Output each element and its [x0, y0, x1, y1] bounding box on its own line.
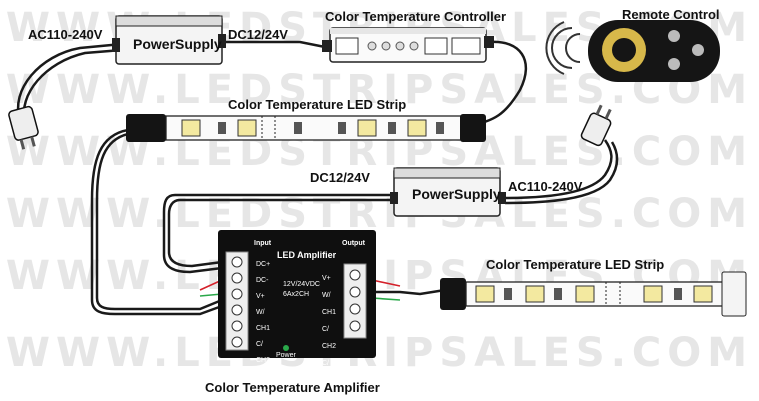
remote-control-icon [545, 20, 720, 82]
output-pin-label: V+ [322, 275, 331, 282]
ac-input-label-2: AC110-240V [508, 179, 583, 194]
amplifier-device [218, 230, 376, 358]
amplifier-output-pins: V+ W/ CH1 C/ CH2 C/ CH2 [322, 270, 342, 389]
input-pin-label: DC+ [256, 261, 271, 268]
amplifier-label: Color Temperature Amplifier [205, 380, 380, 395]
input-pin-label: W/ CH1 [256, 309, 271, 332]
amplifier-input-label: Input [254, 240, 272, 247]
amplifier-title: LED Amplifier [277, 250, 337, 260]
dc-output-label-1: DC12/24V [228, 27, 288, 42]
power-supply-2 [390, 167, 506, 217]
output-pin-label: C/ CH2 [322, 326, 337, 350]
ac-input-label-1: AC110-240V [28, 27, 103, 42]
ac-plug-icon [580, 104, 612, 147]
output-pin-label: C/ CH2 [322, 360, 337, 384]
ac-plug-icon [8, 105, 39, 150]
watermark-row: WWW.LEDSTRIPSALES.COM [5, 330, 754, 376]
input-pin-label: V+ [256, 293, 265, 300]
input-pin-label: C/ CH2 [256, 373, 271, 396]
amplifier-power-label: Power [276, 352, 296, 359]
controller-label: Color Temperature Controller [325, 9, 507, 24]
watermark-row: WWW.LEDSTRIPSALES.COM [5, 191, 754, 237]
led-strip-1 [126, 114, 486, 142]
input-pin-label: DC- [256, 277, 269, 284]
led-strip-2 [440, 271, 747, 317]
input-pin-label: C/ CH2 [256, 341, 271, 364]
power-supply-label-1: PowerSupply [133, 36, 222, 52]
output-pin-label: W/ CH1 [322, 292, 337, 316]
led-strip-label-1: Color Temperature LED Strip [228, 97, 407, 112]
power-supply-label-2: PowerSupply [412, 186, 501, 202]
amplifier-input-pins: DC+ DC- V+ W/ CH1 C/ CH2 C/ CH2 [256, 257, 274, 401]
controller-device [322, 27, 494, 63]
dc-output-label-2: DC12/24V [310, 170, 370, 185]
power-supply-1 [112, 15, 226, 65]
amplifier-spec-current: 6Ax2CH [283, 291, 310, 298]
led-strip-label-2: Color Temperature LED Strip [486, 257, 665, 272]
amplifier-output-label: Output [342, 240, 365, 247]
amplifier-spec-voltage: 12V/24VDC [283, 281, 320, 288]
remote-control-label: Remote Control [622, 7, 720, 22]
